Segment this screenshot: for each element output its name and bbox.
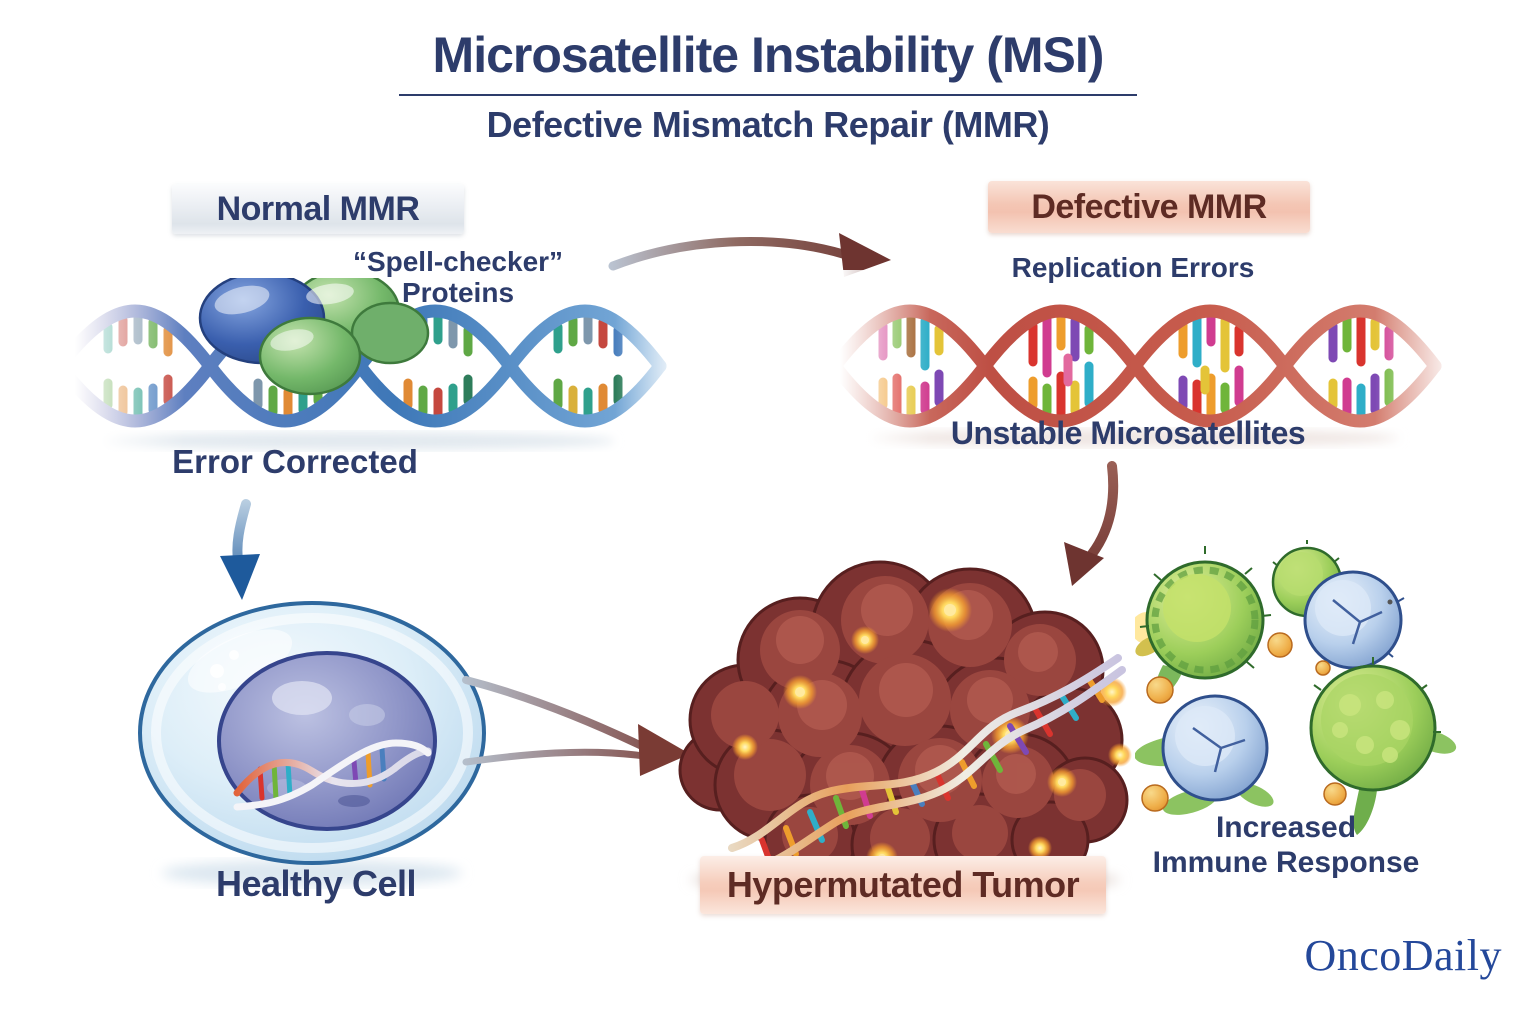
down-arrow-icon <box>220 499 260 600</box>
increased-immune-response-label: Increased Immune Response <box>1152 811 1420 880</box>
normal-dna-illustration <box>60 278 667 450</box>
nucleus-dna-icon <box>233 739 432 811</box>
page-title: Microsatellite Instability (MSI) <box>432 27 1105 83</box>
defective-mmr-banner: Defective MMR <box>988 181 1310 233</box>
immune-cell-blue-top <box>1303 570 1405 676</box>
normal-mmr-banner: Normal MMR <box>172 184 464 234</box>
hypermutated-tumor-banner: Hypermutated Tumor <box>700 856 1106 914</box>
tumor-illustration <box>678 560 1132 895</box>
curved-down-arrow-icon <box>1064 461 1119 586</box>
immune-cell-blue-low <box>1161 694 1269 802</box>
healthy-cell-illustration <box>138 601 486 886</box>
tumor-dna-ribbon <box>728 654 1126 876</box>
spell-checker-proteins-label: “Spell-checker” Proteins <box>352 246 564 309</box>
unstable-microsatellites-label: Unstable Microsatellites <box>950 415 1306 451</box>
healthy-cell-label: Healthy Cell <box>215 863 417 904</box>
mmr-proteins-icon <box>198 278 430 396</box>
immune-cell-green-big <box>1309 657 1441 792</box>
swoosh-arrow-icon <box>462 676 690 776</box>
error-corrected-label: Error Corrected <box>172 443 418 480</box>
immune-cells-illustration <box>1135 540 1457 835</box>
transition-arrow-icon <box>608 233 891 277</box>
unstable-dna-strands <box>835 304 1442 428</box>
page-subtitle: Defective Mismatch Repair (MMR) <box>486 104 1050 145</box>
cytokine-particles <box>1141 632 1347 812</box>
immune-cell-green-top <box>1139 546 1272 680</box>
oncodaily-logo: OncoDaily <box>1304 931 1502 980</box>
title-divider <box>399 94 1137 96</box>
replication-errors-label: Replication Errors <box>1011 252 1255 283</box>
dna-shadow <box>105 432 615 450</box>
